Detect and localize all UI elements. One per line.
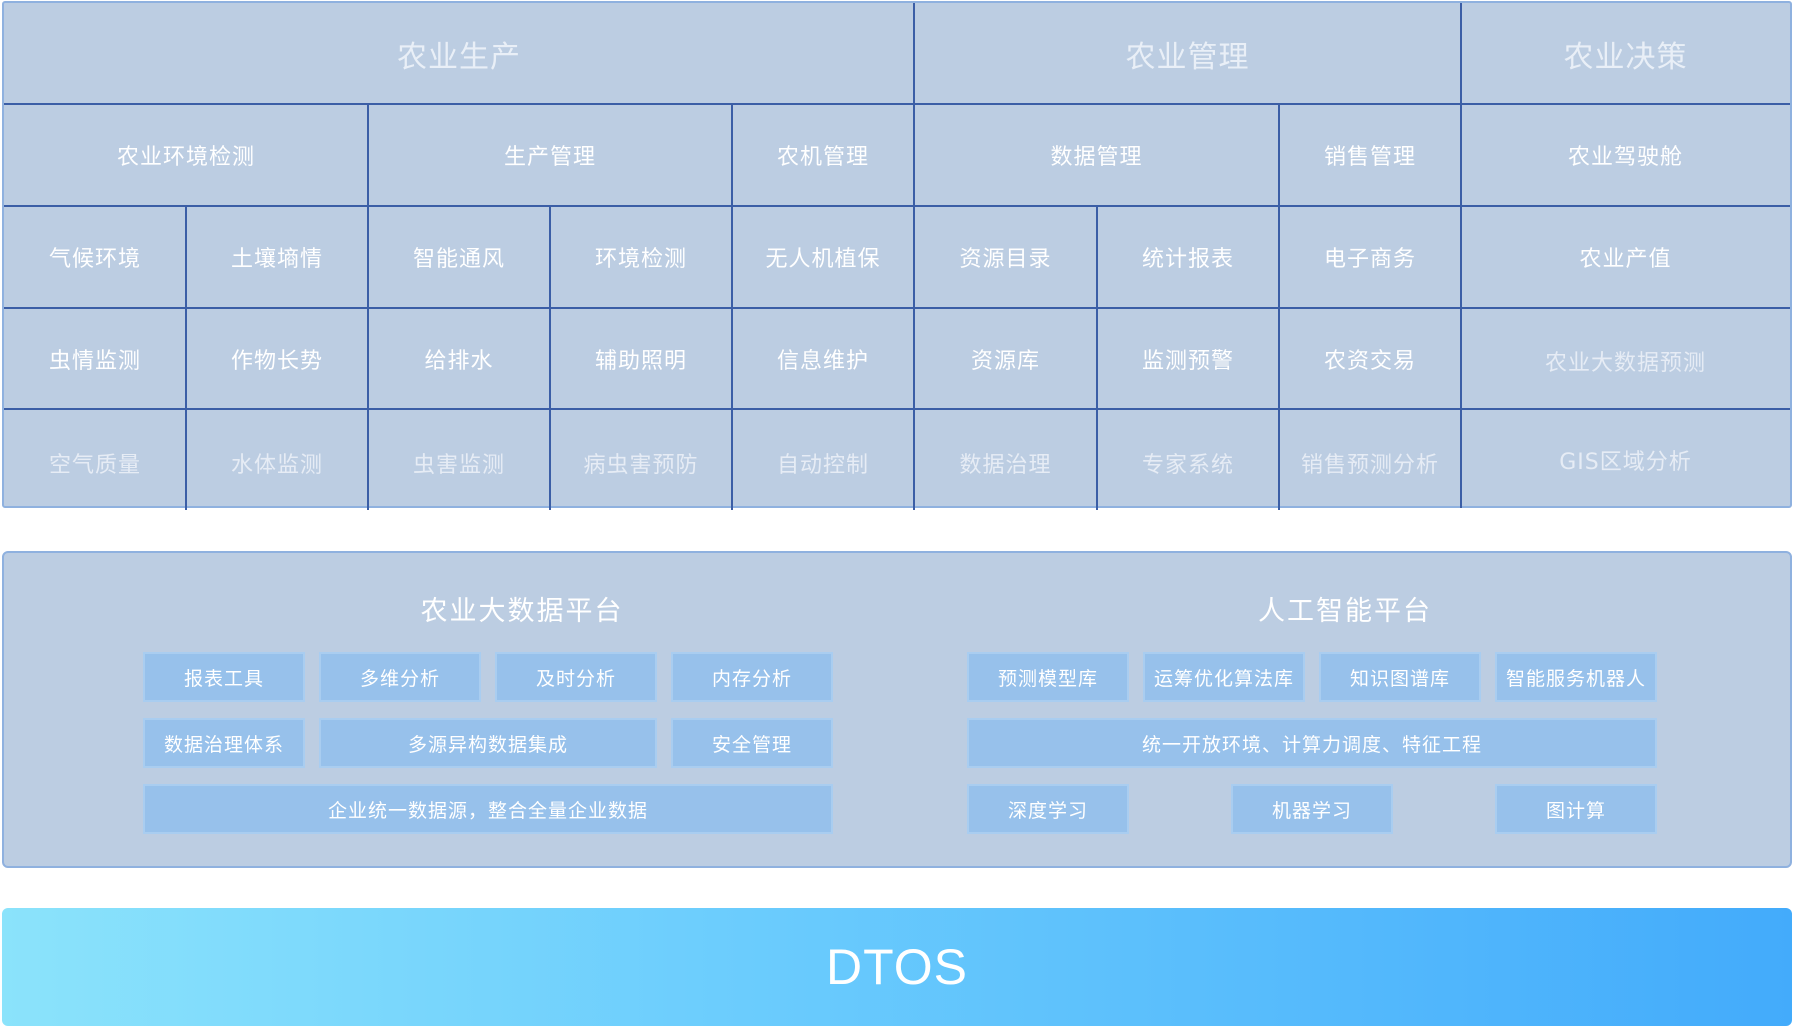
chip-realtime-analysis: 及时分析 — [495, 652, 657, 702]
dtos-label: DTOS — [826, 939, 968, 995]
grid-line-v2 — [1460, 3, 1462, 508]
application-grid: 农业生产 农业管理 农业决策 农业环境检测 生产管理 农机管理 数据管理 销售管… — [2, 1, 1792, 510]
platform-layer: 农业大数据平台 人工智能平台 报表工具 多维分析 及时分析 内存分析 数据治理体… — [2, 551, 1792, 868]
item-monitor-warning: 监测预警 — [1141, 348, 1234, 374]
item-env-check: 环境检测 — [594, 247, 687, 272]
item-expert-system: 专家系统 — [1141, 452, 1234, 478]
chip-multidim-analysis: 多维分析 — [319, 652, 481, 702]
chip-unified-data-source: 企业统一数据源，整合全量企业数据 — [143, 784, 833, 834]
module-agri-cockpit: 农业驾驶舱 — [1567, 145, 1683, 170]
item-water-monitor: 水体监测 — [230, 452, 323, 478]
chip-data-governance-system: 数据治理体系 — [143, 718, 305, 768]
dtos-base-layer: DTOS — [2, 908, 1792, 1026]
header-agri-decision: 农业决策 — [1563, 39, 1688, 75]
grid-line-h3 — [4, 307, 1790, 309]
item-stat-report: 统计报表 — [1141, 247, 1234, 272]
grid-line-v3 — [367, 104, 369, 510]
module-sales-management: 销售管理 — [1323, 145, 1416, 170]
module-production-management: 生产管理 — [503, 145, 596, 170]
grid-line-h2 — [4, 205, 1790, 207]
chip-security-management: 安全管理 — [671, 718, 833, 768]
module-env-detection: 农业环境检测 — [116, 145, 255, 170]
grid-line-v7 — [549, 206, 551, 510]
chip-graph-computing: 图计算 — [1495, 784, 1657, 834]
chip-service-robot: 智能服务机器人 — [1495, 652, 1657, 702]
item-soil-moisture: 土壤墒情 — [230, 247, 323, 272]
item-irrigation: 给排水 — [424, 348, 494, 374]
item-auto-control: 自动控制 — [776, 452, 869, 478]
item-resource-library: 资源库 — [970, 348, 1040, 374]
grid-line-v4 — [731, 104, 733, 510]
chip-heterogeneous-integration: 多源异构数据集成 — [319, 718, 657, 768]
chip-prediction-models: 预测模型库 — [967, 652, 1129, 702]
item-gis-analysis: GIS区域分析 — [1559, 449, 1692, 475]
chip-knowledge-graph: 知识图谱库 — [1319, 652, 1481, 702]
grid-line-h1 — [4, 103, 1790, 105]
item-aux-lighting: 辅助照明 — [594, 348, 687, 374]
module-machinery-management: 农机管理 — [776, 145, 869, 170]
item-climate-env: 气候环境 — [48, 247, 141, 272]
chip-deep-learning: 深度学习 — [967, 784, 1129, 834]
ai-platform-title: 人工智能平台 — [1258, 596, 1432, 627]
header-agri-management: 农业管理 — [1125, 39, 1250, 75]
chip-open-environment: 统一开放环境、计算力调度、特征工程 — [967, 718, 1657, 768]
item-ecommerce: 电子商务 — [1323, 247, 1416, 272]
item-sales-forecast: 销售预测分析 — [1300, 452, 1439, 478]
item-smart-ventilation: 智能通风 — [412, 247, 505, 272]
item-pest-monitor: 虫情监测 — [48, 348, 141, 374]
chip-inmemory-analysis: 内存分析 — [671, 652, 833, 702]
item-agri-supply-trade: 农资交易 — [1323, 348, 1416, 374]
item-crop-growth: 作物长势 — [230, 348, 323, 374]
item-drone-protection: 无人机植保 — [765, 247, 881, 272]
item-bigdata-forecast: 农业大数据预测 — [1544, 350, 1706, 376]
item-data-governance: 数据治理 — [959, 452, 1052, 478]
grid-line-v1 — [913, 3, 915, 510]
item-info-maintenance: 信息维护 — [776, 348, 869, 374]
item-resource-catalog: 资源目录 — [959, 247, 1052, 272]
grid-line-v8 — [1096, 206, 1098, 510]
chip-optimization-algorithms: 运筹优化算法库 — [1143, 652, 1305, 702]
chip-machine-learning: 机器学习 — [1231, 784, 1393, 834]
item-air-quality: 空气质量 — [48, 452, 141, 478]
bigdata-platform-title: 农业大数据平台 — [420, 596, 624, 627]
item-insect-monitor: 虫害监测 — [412, 452, 505, 478]
chip-report-tool: 报表工具 — [143, 652, 305, 702]
grid-line-v5 — [1278, 104, 1280, 510]
grid-line-h4 — [4, 408, 1790, 410]
grid-line-v6 — [185, 206, 187, 510]
item-agri-output: 农业产值 — [1579, 247, 1672, 272]
item-disease-prevention: 病虫害预防 — [583, 452, 699, 478]
header-agri-production: 农业生产 — [397, 39, 521, 75]
module-data-management: 数据管理 — [1050, 145, 1143, 170]
